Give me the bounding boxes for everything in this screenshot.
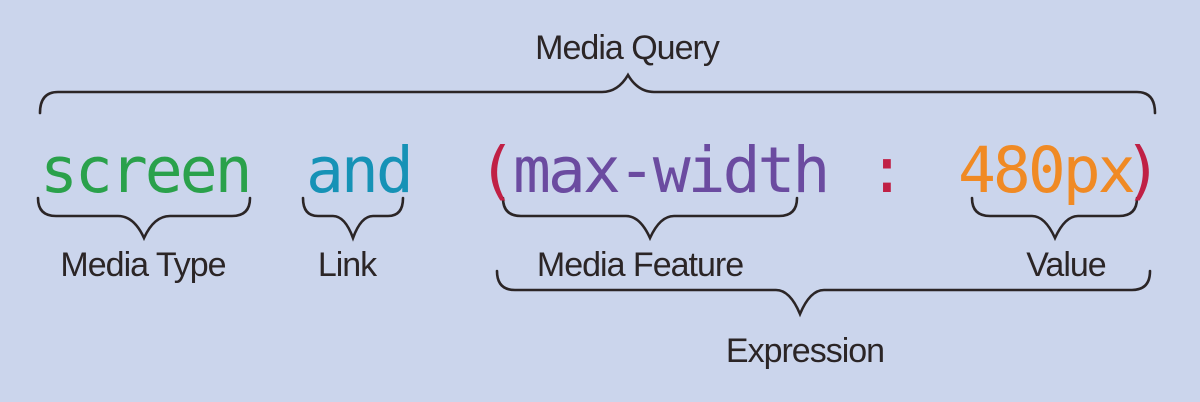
link-underbrace [301,196,405,242]
code-token-colon: : [868,134,906,207]
expression-label: Expression [725,332,885,370]
code-token-open-paren: ( [478,134,516,207]
link-label: Link [317,246,377,284]
code-token-value: 480px [958,134,1136,207]
media-feature-label: Media Feature [536,246,744,284]
media-query-label: Media Query [535,29,720,67]
media-query-overbrace [38,72,1157,115]
code-token-media-type: screen [40,134,253,207]
media-type-underbrace [36,196,252,242]
value-label: Value [1026,246,1106,284]
value-underbrace [970,196,1139,242]
media-feature-underbrace [501,196,799,242]
code-token-link-keyword: and [306,134,414,207]
media-type-label: Media Type [60,246,226,284]
code-token-media-feature: max-width [513,134,830,207]
expression-underbrace [495,269,1152,318]
code-token-close-paren: ) [1124,134,1162,207]
